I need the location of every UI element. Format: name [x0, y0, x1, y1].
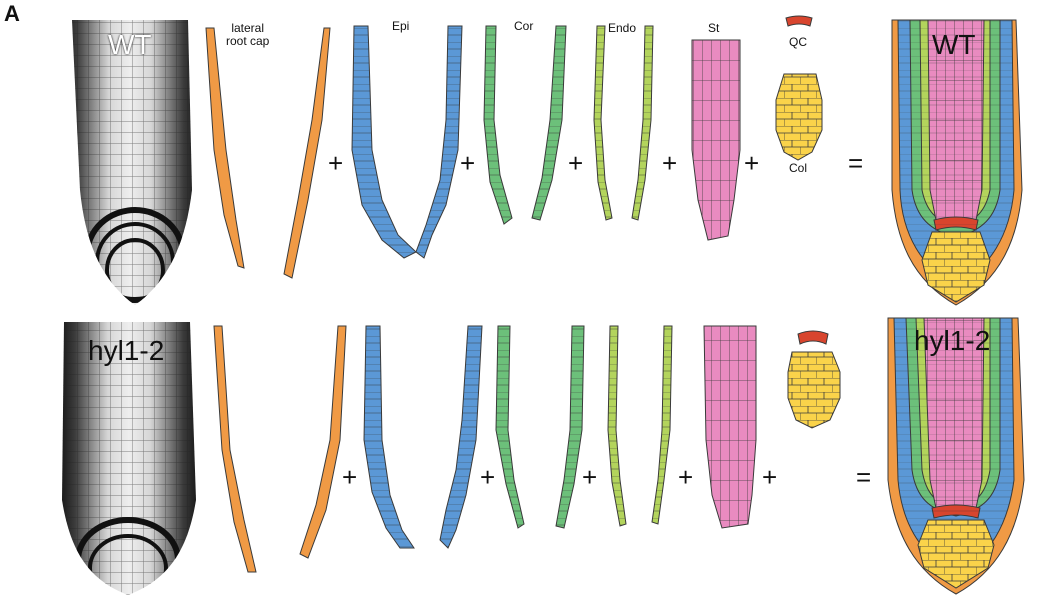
wt-endo-left-cells: [594, 26, 612, 220]
hyl1-2-overlay-label: hyl1-2: [914, 326, 990, 355]
hyl1-2-cor-left-cells: [496, 326, 524, 528]
wt-overlay-root: [892, 20, 1022, 305]
hyl1-2-qc: [798, 331, 828, 344]
lateral-root-cap-label: lateral root cap: [226, 22, 269, 47]
panel-label: A: [4, 2, 20, 25]
wt-plus-1: +: [328, 150, 343, 177]
hyl1-2-plus-2: +: [480, 464, 495, 491]
wt-epi-right-cells: [416, 26, 462, 258]
hyl1-2-columella-cells: [788, 352, 840, 428]
hyl1-2-stele-cells: [704, 326, 756, 528]
wt-lrc-right: [284, 28, 330, 278]
qc-label: QC: [789, 36, 807, 49]
wt-overlay-label: WT: [932, 30, 976, 59]
cor-label: Cor: [514, 20, 533, 33]
hyl1-2-plus-3: +: [582, 464, 597, 491]
wt-cor-left-cells: [484, 26, 512, 224]
wt-plus-2: +: [460, 150, 475, 177]
endo-label: Endo: [608, 22, 636, 35]
hyl1-2-endo-left-cells: [608, 326, 626, 526]
hyl1-2-plus-4: +: [678, 464, 693, 491]
hyl1-2-epi-right-cells: [440, 326, 482, 548]
hyl1-2-equals: =: [856, 464, 871, 491]
col-label: Col: [789, 162, 807, 175]
wt-micrograph-label: WT: [108, 30, 152, 59]
epi-label: Epi: [392, 20, 409, 33]
hyl1-2-micrograph-label: hyl1-2: [88, 336, 164, 365]
wt-plus-5: +: [744, 150, 759, 177]
wt-plus-4: +: [662, 150, 677, 177]
wt-epi-left-cells: [352, 26, 416, 258]
hyl1-2-lrc-left: [214, 326, 256, 572]
st-label: St: [708, 22, 719, 35]
wt-equals: =: [848, 150, 863, 177]
wt-root-micrograph: [60, 18, 200, 310]
wt-lrc-left: [206, 28, 244, 268]
hyl1-2-plus-5: +: [762, 464, 777, 491]
hyl1-2-plus-1: +: [342, 464, 357, 491]
hyl1-2-overlay-root: [888, 318, 1024, 594]
wt-columella-cells: [776, 74, 822, 160]
wt-qc: [786, 16, 812, 26]
hyl1-2-epi-left-cells: [364, 326, 414, 548]
hyl1-2-lrc-right: [300, 326, 346, 558]
wt-plus-3: +: [568, 150, 583, 177]
